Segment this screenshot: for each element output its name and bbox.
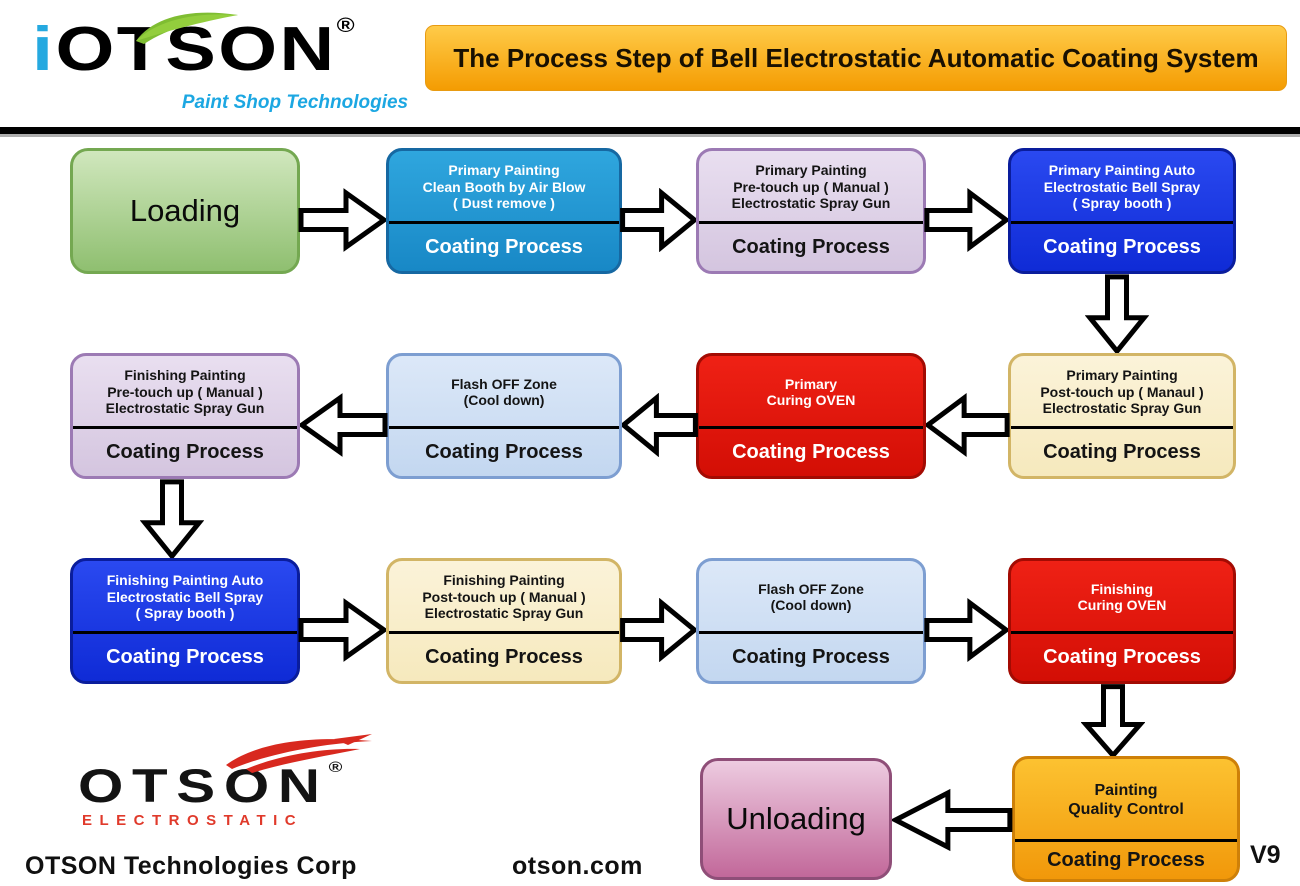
node-divider: [73, 426, 297, 429]
node-divider: [1011, 426, 1233, 429]
node-divider: [389, 221, 619, 224]
node-finishing-bell-spray: Finishing Painting Auto Electrostatic Be…: [70, 558, 300, 684]
logo-otson: OTSON: [55, 15, 337, 84]
footer-brand: OTSON: [78, 759, 329, 812]
arrow-left-icon: [890, 788, 1014, 852]
node-finishing-pretouch: Finishing Painting Pre-touch up ( Manual…: [70, 353, 300, 479]
node-title: Flash OFF Zone (Cool down): [758, 580, 864, 614]
version-label: V9: [1250, 841, 1281, 869]
node-divider: [1011, 631, 1233, 634]
node-primary-pretouch: Primary Painting Pre-touch up ( Manual )…: [696, 148, 926, 274]
node-stage: Coating Process: [425, 236, 583, 258]
node-finishing-curing-oven: Finishing Curing OVEN Coating Process: [1008, 558, 1236, 684]
arrow-right-icon: [620, 188, 698, 252]
node-quality-control: Painting Quality Control Coating Process: [1012, 756, 1240, 882]
node-stage: Coating Process: [106, 646, 264, 668]
node-stage: Coating Process: [1043, 236, 1201, 258]
node-title: Finishing Painting Post-touch up ( Manua…: [422, 572, 586, 622]
node-stage: Coating Process: [425, 441, 583, 463]
node-title: Finishing Painting Auto Electrostatic Be…: [106, 572, 264, 622]
logo-tagline: Paint Shop Technologies: [181, 92, 409, 113]
node-title: Primary Painting Clean Booth by Air Blow…: [422, 162, 586, 212]
node-title: Painting Quality Control: [1068, 782, 1184, 818]
footer-subbrand: ELECTROSTATIC: [82, 812, 304, 829]
node-divider: [389, 631, 619, 634]
node-clean-booth: Primary Painting Clean Booth by Air Blow…: [386, 148, 622, 274]
iotson-logo: iOTSON® Paint Shop Technologies: [32, 6, 432, 116]
node-primary-curing-oven: Primary Curing OVEN Coating Process: [696, 353, 926, 479]
node-title: Finishing Curing OVEN: [1077, 580, 1167, 614]
node-stage: Coating Process: [732, 646, 890, 668]
node-label: Unloading: [726, 801, 866, 836]
brush-swoosh-icon: [226, 734, 372, 773]
node-title: Primary Painting Auto Electrostatic Bell…: [1043, 162, 1201, 212]
company-name: OTSON Technologies Corp: [25, 852, 357, 880]
node-stage: Coating Process: [425, 646, 583, 668]
node-title: Finishing Painting Pre-touch up ( Manual…: [105, 367, 265, 417]
arrow-left-icon: [924, 393, 1010, 457]
logo-i: i: [32, 15, 56, 84]
node-unloading: Unloading: [700, 758, 892, 880]
node-stage: Coating Process: [106, 441, 264, 463]
node-stage: Coating Process: [1043, 646, 1201, 668]
title-banner: The Process Step of Bell Electrostatic A…: [425, 25, 1287, 91]
arrow-right-icon: [620, 598, 698, 662]
node-divider: [73, 631, 297, 634]
node-title: Primary Painting Post-touch up ( Manaul …: [1040, 367, 1204, 417]
arrow-down-icon: [1085, 274, 1149, 354]
otson-footer-wordmark: OTSON®: [78, 758, 342, 813]
arrow-left-icon: [298, 393, 388, 457]
arrow-down-icon: [140, 479, 204, 559]
node-divider: [1015, 839, 1237, 842]
node-finishing-posttouch: Finishing Painting Post-touch up ( Manua…: [386, 558, 622, 684]
node-divider: [1011, 221, 1233, 224]
arrow-down-icon: [1081, 684, 1145, 758]
arrow-right-icon: [924, 598, 1010, 662]
node-loading: Loading: [70, 148, 300, 274]
arrow-right-icon: [924, 188, 1010, 252]
registered-mark: ®: [328, 759, 343, 776]
node-primary-posttouch: Primary Painting Post-touch up ( Manaul …: [1008, 353, 1236, 479]
node-divider: [389, 426, 619, 429]
leaf-icon: [136, 12, 238, 44]
node-label: Loading: [129, 193, 241, 228]
node-divider: [699, 221, 923, 224]
node-stage: Coating Process: [1047, 849, 1205, 871]
node-divider: [699, 631, 923, 634]
node-title: Primary Painting Pre-touch up ( Manual )…: [731, 162, 891, 212]
node-stage: Coating Process: [732, 236, 890, 258]
header-divider: [0, 127, 1300, 134]
website-url: otson.com: [512, 852, 643, 880]
node-title: Primary Curing OVEN: [766, 375, 856, 409]
page-title: The Process Step of Bell Electrostatic A…: [453, 42, 1259, 73]
node-flashoff-primary: Flash OFF Zone (Cool down) Coating Proce…: [386, 353, 622, 479]
iotson-wordmark: iOTSON®: [32, 14, 355, 85]
node-stage: Coating Process: [1043, 441, 1201, 463]
node-divider: [699, 426, 923, 429]
arrow-right-icon: [298, 188, 388, 252]
arrow-right-icon: [298, 598, 388, 662]
registered-mark: ®: [336, 15, 355, 37]
node-flashoff-finishing: Flash OFF Zone (Cool down) Coating Proce…: [696, 558, 926, 684]
arrow-left-icon: [620, 393, 698, 457]
node-stage: Coating Process: [732, 441, 890, 463]
node-title: Flash OFF Zone (Cool down): [451, 375, 557, 409]
node-primary-bell-spray: Primary Painting Auto Electrostatic Bell…: [1008, 148, 1236, 274]
